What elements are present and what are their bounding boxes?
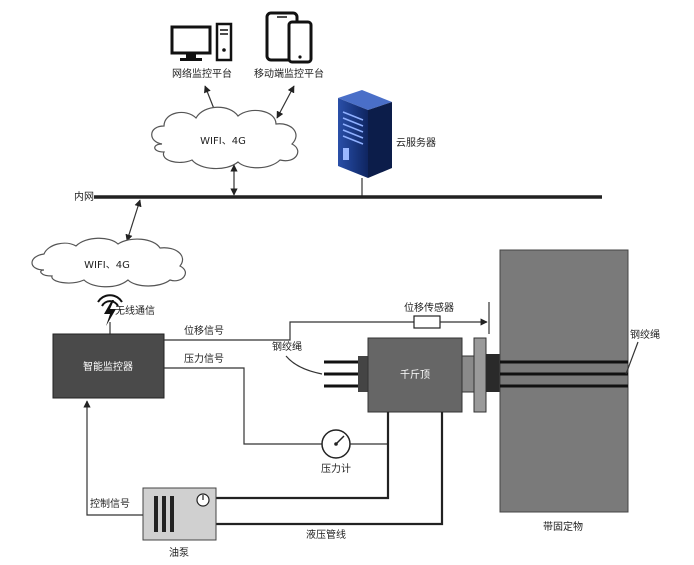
jack-left-strands bbox=[324, 356, 368, 392]
pressure-signal-line bbox=[164, 367, 322, 445]
steel-strand-left-label: 钢绞绳 bbox=[272, 340, 302, 353]
smart-monitor-label: 智能监控器 bbox=[83, 360, 133, 373]
smart-monitor-box bbox=[52, 333, 165, 399]
pressure-gauge-label: 压力计 bbox=[321, 462, 351, 475]
jack-plate bbox=[473, 337, 487, 413]
anchor-object-label: 带固定物 bbox=[543, 520, 583, 533]
mobile-platform-label: 移动端监控平台 bbox=[254, 67, 324, 80]
steel-strand-right-pointer bbox=[625, 341, 639, 375]
wifi-lightning-icon bbox=[97, 294, 123, 326]
displacement-sensor-label: 位移传感器 bbox=[404, 301, 454, 314]
pressure-signal-label: 压力信号 bbox=[184, 352, 224, 365]
jack-box bbox=[367, 337, 463, 413]
hydraulic-line-label: 液压管线 bbox=[306, 528, 346, 541]
pump-label: 油泵 bbox=[169, 546, 189, 559]
control-signal-line bbox=[83, 400, 143, 516]
platform-cloud-arrow-right bbox=[276, 85, 295, 119]
wifi-top-label: WIFI、4G bbox=[200, 136, 246, 147]
displacement-signal-label: 位移信号 bbox=[184, 324, 224, 337]
server-rack-icon bbox=[338, 90, 392, 178]
anchor-object bbox=[499, 249, 629, 513]
wireless-label: 无线通信 bbox=[115, 304, 155, 317]
anchor-head bbox=[486, 354, 500, 392]
network-platform-label: 网络监控平台 bbox=[172, 67, 232, 80]
oil-pump bbox=[142, 487, 217, 541]
tablet-phone-icon bbox=[265, 11, 313, 64]
jack-piston bbox=[461, 355, 475, 393]
desktop-computer-icon bbox=[170, 22, 233, 62]
cloud-server-label: 云服务器 bbox=[396, 136, 436, 149]
hydraulic-pipe-upper bbox=[216, 412, 390, 500]
pressure-gauge-icon bbox=[321, 429, 351, 459]
steel-strand-left-pointer bbox=[285, 355, 323, 375]
intranet-cloud-arrow bbox=[125, 199, 142, 242]
cloud-bottom bbox=[31, 237, 186, 288]
displacement-sensor bbox=[413, 315, 441, 329]
wifi-bottom-label: WIFI、4G bbox=[84, 260, 130, 271]
hydraulic-pipe-lower bbox=[216, 412, 444, 526]
intranet-label: 内网 bbox=[74, 190, 94, 203]
jack-label: 千斤顶 bbox=[400, 369, 430, 381]
displacement-signal-line bbox=[164, 321, 414, 341]
cloud-top bbox=[151, 106, 299, 170]
steel-strand-right-label: 钢绞绳 bbox=[630, 328, 660, 341]
control-signal-label: 控制信号 bbox=[90, 497, 130, 510]
anchor-strands bbox=[500, 360, 628, 388]
